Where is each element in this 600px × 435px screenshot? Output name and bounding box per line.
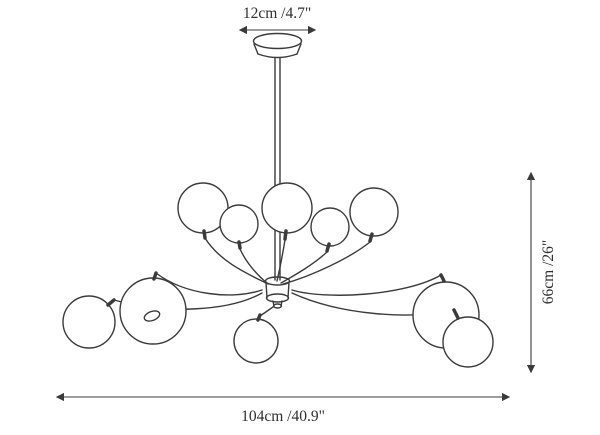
right-dimension: 66cm /26" [526, 171, 557, 374]
globe-upper-middle [261, 182, 313, 234]
globe-upper-right [349, 187, 399, 237]
globe-far-right [442, 316, 494, 368]
ceiling-canopy [252, 32, 303, 59]
top-dimension-label: 12cm /4.7" [243, 5, 311, 22]
chandelier-drawing [62, 32, 494, 368]
globe-upper-right-2 [310, 207, 350, 247]
bottom-dimension-label: 104cm /40.9" [241, 408, 325, 425]
globe-upper-left-2 [219, 204, 259, 244]
globe-far-left [62, 295, 116, 349]
top-dimension: 12cm /4.7" [238, 5, 317, 35]
center-hub [259, 276, 291, 317]
down-rod [274, 57, 281, 281]
right-dimension-label: 66cm /26" [540, 240, 557, 304]
globes [62, 182, 494, 368]
sockets [106, 229, 460, 322]
bottom-dimension: 104cm /40.9" [55, 392, 511, 425]
globe-bottom-center [233, 318, 279, 364]
globe-inner-detail [143, 310, 161, 322]
